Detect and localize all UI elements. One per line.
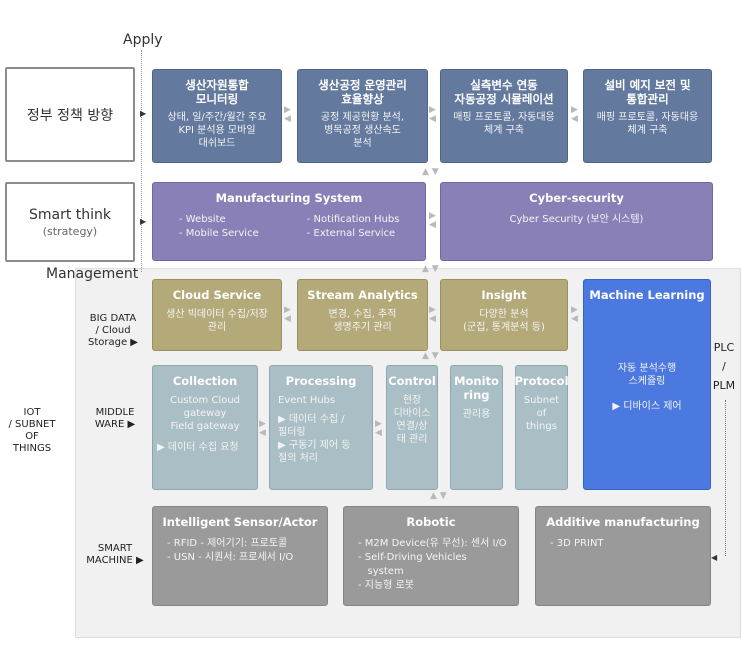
robotic-box: Robotic - M2M Device(유 무선): 센서 I/O - Sel…	[343, 506, 519, 606]
arrow-right-icon: ▶◀	[429, 305, 436, 324]
ml-bullet: ▶ 디바이스 제어	[612, 401, 682, 412]
stream-analytics-box: Stream Analytics 변경, 수집, 추적 생명주기 관리	[297, 279, 428, 351]
machine-title: Intelligent Sensor/Actor	[162, 515, 318, 529]
policy-box: 정부 정책 방향	[5, 67, 135, 162]
apply-box-title: 생산자원통합 모니터링	[185, 78, 249, 106]
iot-label: IOT / SUBNET OF THINGS	[8, 407, 56, 454]
arrow-up-down-icon: ▲ ▼	[422, 264, 439, 274]
apply-box-title: 실측변수 연동 자동공정 시뮬레이션	[454, 78, 554, 106]
plc-connector	[725, 400, 726, 556]
arrow-up-down-icon: ▲ ▼	[422, 167, 439, 177]
middleware-desc: Event Hubs	[278, 395, 336, 406]
processing-box: Processing Event Hubs ▶ 데이터 수집 / 필터링 ▶ 구…	[269, 365, 373, 490]
apply-box-simulation: 실측변수 연동 자동공정 시뮬레이션 매핑 프로토콜, 자동대응 체계 구축	[440, 69, 568, 163]
middleware-desc: Subnet of things	[523, 395, 560, 432]
apply-box-efficiency: 생산공정 운영관리 효율향상 공정 제공현황 분석, 병목공정 생산속도 분석	[297, 69, 428, 163]
intelligent-sensor-box: Intelligent Sensor/Actor - RFID - 제어기기: …	[152, 506, 328, 606]
middleware-title: Processing	[285, 374, 357, 388]
management-label: Management	[46, 266, 139, 282]
machine-title: Robotic	[406, 515, 456, 529]
collection-box: Collection Custom Cloud gateway Field ga…	[152, 365, 258, 490]
arrow-right-icon: ▶◀	[284, 105, 291, 124]
machine-item: system	[358, 566, 404, 577]
bigdata-label: BIG DATA / Cloud Storage ▶	[87, 313, 138, 348]
middleware-title: Protocol	[514, 374, 569, 388]
apply-box-monitoring: 생산자원통합 모니터링 상태, 일/주간/월간 주요 KPI 분석용 모바일 대…	[152, 69, 282, 163]
plc-plm-label: PLC / PLM	[712, 341, 736, 392]
manufacturing-item: - External Service	[306, 228, 396, 239]
smart-think-box: Smart think (strategy)	[5, 182, 135, 262]
middleware-title: Collection	[172, 374, 238, 388]
insight-box: Insight 다양한 분석 (군집, 통계분석 등)	[440, 279, 568, 351]
arrow-right-icon: ▶◀	[259, 419, 266, 438]
arrow-up-down-icon: ▲ ▼	[422, 351, 439, 361]
middleware-desc: Custom Cloud gateway Field gateway	[169, 395, 241, 432]
ml-title: Machine Learning	[589, 288, 705, 302]
bigdata-desc: 생산 빅데이터 수집/저장 관리	[166, 309, 268, 333]
policy-arrow-icon: ▶	[140, 109, 147, 118]
machine-item: - Self-Driving Vehicles	[358, 552, 467, 563]
middleware-bullet: ▶ 데이터 수집 요청	[157, 442, 239, 453]
arrow-right-icon: ▶◀	[571, 305, 578, 324]
middleware-desc: 관리용	[462, 409, 491, 420]
smart-machine-label: SMART MACHINE ▶	[86, 543, 144, 566]
middleware-title: Monito ring	[454, 374, 499, 402]
apply-box-desc: 매핑 프로토콜, 자동대응 체계 구축	[596, 112, 699, 136]
apply-box-title: 생산공정 운영관리 효율향상	[318, 78, 407, 106]
apply-box-desc: 매핑 프로토콜, 자동대응 체계 구축	[453, 112, 555, 136]
cyber-desc: Cyber Security (보안 시스템)	[509, 214, 644, 225]
apply-box-desc: 공정 제공현황 분석, 병목공정 생산속도 분석	[320, 112, 405, 149]
ml-desc: 자동 분석수행 스케쥴링	[617, 363, 677, 387]
bigdata-title: Insight	[481, 288, 527, 302]
protocol-box: Protocol Subnet of things	[514, 365, 569, 490]
bigdata-desc: 변경, 수집, 추적 생명주기 관리	[328, 309, 397, 333]
machine-item: - 3D PRINT	[550, 538, 604, 549]
smart-think-title: Smart think	[28, 206, 112, 223]
apply-label: Apply	[123, 32, 163, 48]
machine-item: - RFID - 제어기기: 프로토콜	[167, 538, 288, 549]
additive-manufacturing-box: Additive manufacturing - 3D PRINT	[535, 506, 711, 606]
middleware-title: Control	[388, 374, 436, 388]
bigdata-title: Stream Analytics	[307, 288, 418, 302]
apply-box-maintenance: 설비 예지 보전 및 통합관리 매핑 프로토콜, 자동대응 체계 구축	[583, 69, 712, 163]
bigdata-desc: 다양한 분석 (군집, 통계분석 등)	[463, 309, 545, 333]
plc-arrow-icon: ◀	[711, 553, 718, 562]
cyber-security-box: Cyber-security Cyber Security (보안 시스템)	[440, 182, 713, 261]
manufacturing-system-box: Manufacturing System - Website - Mobile …	[152, 182, 426, 261]
machine-item: - M2M Device(유 무선): 센서 I/O	[358, 538, 507, 549]
apply-box-desc: 상태, 일/주간/월간 주요 KPI 분석용 모바일 대쉬보드	[167, 112, 267, 149]
arrow-up-down-icon: ▲ ▼	[430, 491, 447, 501]
manufacturing-item: - Mobile Service	[179, 228, 259, 239]
apply-box-title: 설비 예지 보전 및 통합관리	[604, 78, 691, 106]
arrow-right-icon: ▶◀	[571, 105, 578, 124]
middleware-desc: 현장 디바이스 연결/상 태 관리	[393, 395, 431, 445]
manufacturing-title: Manufacturing System	[215, 191, 363, 205]
smart-think-sub: (strategy)	[42, 224, 98, 238]
arrow-right-icon: ▶◀	[429, 105, 436, 124]
monitoring-box: Monito ring 관리용	[450, 365, 503, 490]
middleware-bullet: ▶ 데이터 수집 / 필터링 ▶ 구동기 제어 등 절의 처리	[278, 414, 351, 464]
policy-text: 정부 정책 방향	[26, 107, 114, 124]
manufacturing-item: - Notification Hubs	[306, 214, 400, 225]
bigdata-title: Cloud Service	[172, 288, 262, 302]
cloud-service-box: Cloud Service 생산 빅데이터 수집/저장 관리	[152, 279, 282, 351]
apply-divider	[141, 50, 142, 272]
arrow-right-icon: ▶◀	[284, 305, 291, 324]
machine-title: Additive manufacturing	[546, 515, 700, 529]
arrow-right-icon: ▶◀	[375, 419, 382, 438]
machine-item: - 지능형 로봇	[358, 580, 414, 591]
smart-think-arrow-icon: ▶	[140, 217, 147, 226]
manufacturing-item: - Website	[179, 214, 226, 225]
control-box: Control 현장 디바이스 연결/상 태 관리	[386, 365, 438, 490]
machine-learning-box: Machine Learning 자동 분석수행 스케쥴링 ▶ 디바이스 제어	[583, 279, 711, 490]
arrow-right-icon: ▶◀	[429, 211, 436, 230]
middleware-label: MIDDLE WARE ▶	[94, 407, 136, 430]
cyber-title: Cyber-security	[529, 191, 624, 205]
machine-item: - USN - 시퀀서: 프로세서 I/O	[167, 552, 294, 563]
